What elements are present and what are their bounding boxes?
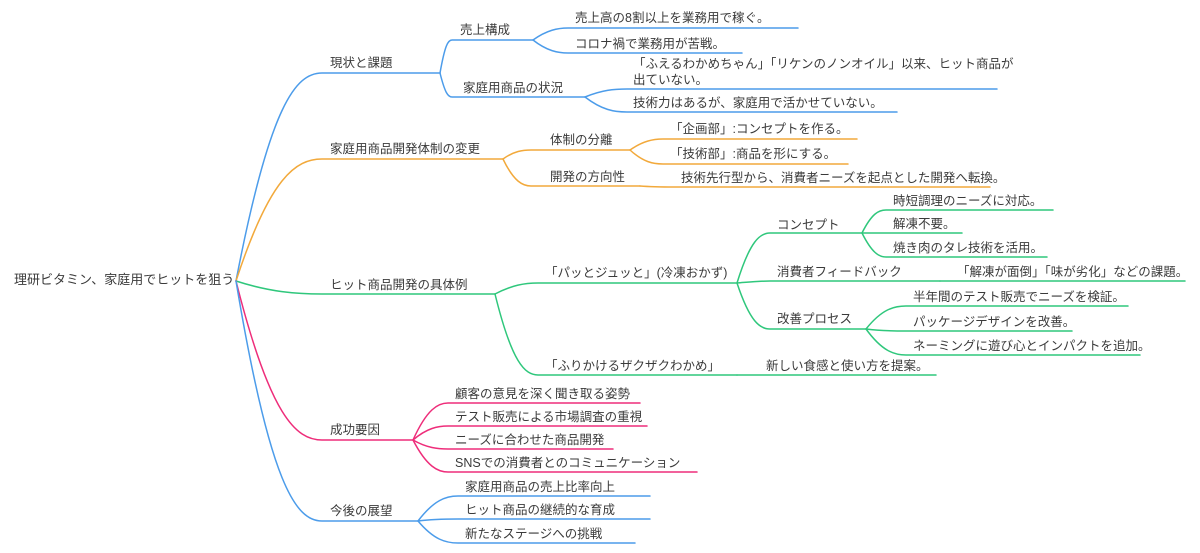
node-time-saving[interactable]: 時短調理のニーズに対応。 — [893, 194, 1043, 208]
node-feedback-issues[interactable]: 「解凍が面倒」「味が劣化」などの課題。 — [957, 265, 1189, 279]
link-current-status — [235, 72, 441, 282]
link-test-sales-validation — [865, 305, 1129, 330]
link-zakuzaku-wakame — [494, 293, 738, 376]
link-success-factors — [235, 280, 414, 441]
node-hit-product-examples[interactable]: ヒット商品開発の具体例 — [330, 278, 468, 292]
link-new-stage-challenge — [417, 520, 636, 544]
node-dev-structure-change[interactable]: 家庭用商品開発体制の変更 — [330, 142, 481, 156]
node-yakiniku-sauce-tech[interactable]: 焼き肉のタレ技術を活用。 — [893, 241, 1044, 255]
node-technical-dept[interactable]: 「技術部」:商品を形にする。 — [670, 147, 837, 161]
link-no-hit-since — [584, 88, 998, 98]
node-improvement-process[interactable]: 改善プロセス — [777, 312, 853, 326]
node-test-sales-validation[interactable]: 半年間のテスト販売でニーズを検証。 — [913, 290, 1125, 304]
node-raise-household-ratio[interactable]: 家庭用商品の売上比率向上 — [465, 480, 616, 494]
node-needs-based-dev[interactable]: ニーズに合わせた商品開発 — [455, 433, 605, 447]
node-no-thawing[interactable]: 解凍不要。 — [893, 217, 956, 231]
node-planning-dept[interactable]: 「企画部」:コンセプトを作る。 — [670, 122, 849, 136]
link-planning-dept — [629, 138, 858, 151]
node-sales-composition[interactable]: 売上構成 — [460, 23, 511, 37]
node-patto-jutto[interactable]: 「パッとジュッと」(冷凍おかず) — [545, 266, 728, 280]
link-covid-b2b-struggle — [532, 39, 743, 54]
link-structure-separation — [502, 149, 631, 160]
node-household-product-status[interactable]: 家庭用商品の状況 — [463, 81, 564, 95]
node-tech-unused[interactable]: 技術力はあるが、家庭用で活かせていない。 — [633, 96, 883, 110]
node-dev-direction[interactable]: 開発の方向性 — [550, 170, 626, 184]
link-yakiniku-sauce-tech — [861, 232, 1048, 258]
node-new-stage-challenge[interactable]: 新たなステージへの挑戦 — [465, 527, 603, 541]
branch-future-outlook-links — [235, 280, 651, 544]
node-consumer-feedback[interactable]: 消費者フィードバック — [777, 265, 902, 279]
link-consumer-feedback — [736, 280, 941, 284]
node-consumer-needs-shift[interactable]: 技術先行型から、消費者ニーズを起点とした開発へ転換。 — [681, 171, 1006, 185]
link-patto-jutto — [494, 282, 738, 295]
link-continuous-hit-dev — [417, 518, 651, 522]
link-sns-communication — [412, 439, 698, 473]
branch-hit-product-links — [235, 209, 1186, 376]
link-hit-product-examples — [235, 280, 496, 295]
node-sns-communication[interactable]: SNSでの消費者とのコミュニケーション — [455, 456, 681, 470]
link-tech-unused — [584, 96, 898, 113]
link-dev-direction — [502, 158, 641, 187]
node-naming-playfulness[interactable]: ネーミングに遊び心とインパクトを追加。 — [913, 339, 1151, 353]
node-new-texture[interactable]: 新しい食感と使い方を提案。 — [766, 359, 929, 373]
link-test-marketing — [412, 425, 648, 441]
link-concept — [736, 232, 863, 284]
node-covid-b2b-struggle[interactable]: コロナ禍で業務用が苦戦。 — [575, 37, 726, 51]
node-current-status-issues[interactable]: 現状と課題 — [330, 56, 393, 70]
node-sales-80pct-b2b[interactable]: 売上高の8割以上を業務用で稼ぐ。 — [575, 11, 770, 25]
branch-current-status-links — [235, 27, 998, 282]
link-dev-structure-change — [235, 158, 504, 282]
branch-success-factors-links — [235, 280, 698, 473]
node-listen-customers[interactable]: 顧客の意見を深く聞き取る姿勢 — [455, 387, 631, 401]
link-technical-dept — [629, 149, 849, 165]
node-future-outlook[interactable]: 今後の展望 — [330, 504, 393, 518]
node-test-marketing[interactable]: テスト販売による市場調査の重視 — [455, 410, 643, 424]
node-root[interactable]: 理研ビタミン、家庭用でヒットを狙う — [14, 272, 235, 287]
link-consumer-needs-shift — [639, 185, 991, 188]
link-sales-80pct-b2b — [532, 27, 799, 41]
link-package-redesign — [865, 328, 1073, 332]
link-sales-composition — [439, 39, 534, 74]
node-continuous-hit-dev[interactable]: ヒット商品の継続的な育成 — [465, 503, 616, 517]
node-no-hit-since[interactable]: 「ふえるわかめちゃん」「リケンのノンオイル」以来、ヒット商品が出ていない。 — [633, 57, 1014, 87]
link-future-outlook — [235, 280, 419, 522]
node-structure-separation[interactable]: 体制の分離 — [550, 133, 613, 147]
link-household-product-status — [439, 72, 586, 98]
link-listen-customers — [412, 402, 641, 441]
node-concept[interactable]: コンセプト — [777, 218, 840, 232]
link-needs-based-dev — [412, 439, 614, 450]
branch-dev-structure-links — [235, 138, 991, 282]
node-package-redesign[interactable]: パッケージデザインを改善。 — [913, 315, 1076, 329]
link-improvement-process — [736, 282, 867, 330]
link-naming-playfulness — [865, 328, 1141, 356]
link-raise-household-ratio — [417, 495, 651, 522]
link-time-saving — [861, 209, 1054, 234]
node-zakuzaku-wakame[interactable]: 「ふりかけるザクザクわかめ」 — [545, 359, 721, 373]
node-success-factors[interactable]: 成功要因 — [330, 423, 381, 437]
